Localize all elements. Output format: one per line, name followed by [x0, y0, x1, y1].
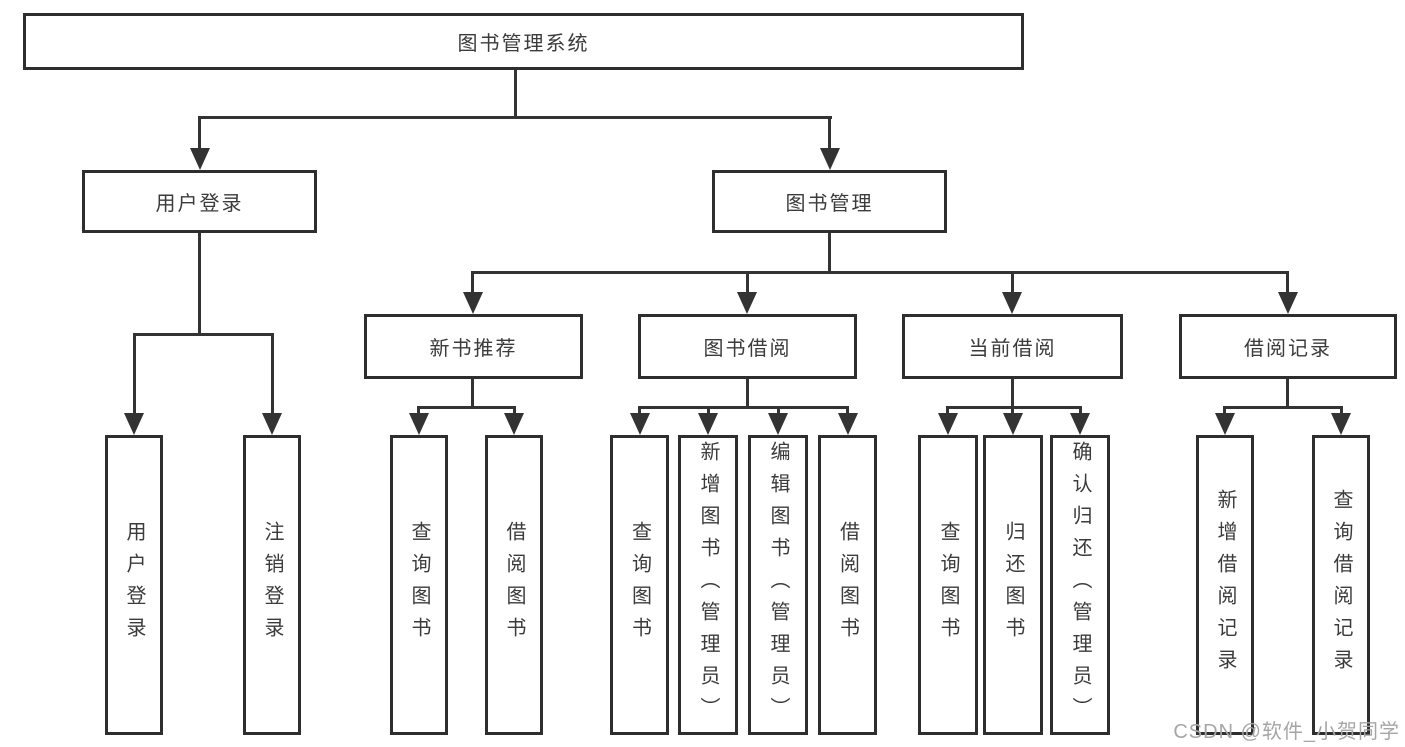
- arrowhead-nr-query: [409, 413, 429, 435]
- connector-to-book-borrowing: [746, 271, 749, 296]
- connector-to-bb-edit: [777, 406, 780, 418]
- connector-to-nr-borrow: [513, 406, 516, 418]
- node-book-borrowing: 图书借阅: [638, 314, 857, 379]
- leaf-bb-add-books: 新增图书（管理员）: [678, 435, 738, 735]
- leaf-cb-confirm-return: 确认归还（管理员）: [1050, 435, 1110, 735]
- leaf-nr-query-books-label: 查询图书: [408, 521, 430, 649]
- node-book-borrowing-label: 图书借阅: [703, 338, 792, 360]
- connector-root-to-user-login: [198, 116, 201, 152]
- arrowhead-bb-borrow: [838, 413, 858, 435]
- arrowhead-cb-return: [1003, 413, 1023, 435]
- leaf-br-add-record: 新增借阅记录: [1196, 435, 1254, 735]
- node-book-management-label: 图书管理: [785, 193, 874, 215]
- leaf-cb-confirm-return-label: 确认归还（管理员）: [1069, 441, 1091, 729]
- node-root-label: 图书管理系统: [457, 33, 590, 55]
- leaf-bb-edit-books-label: 编辑图书（管理员）: [767, 441, 789, 729]
- leaf-bb-query-books: 查询图书: [610, 435, 669, 735]
- arrowhead-br-add: [1215, 413, 1235, 435]
- leaf-bb-borrow-books-label: 借阅图书: [836, 521, 859, 649]
- arrowhead-book-management: [820, 148, 840, 170]
- node-root: 图书管理系统: [23, 13, 1024, 70]
- leaf-br-query-record: 查询借阅记录: [1312, 435, 1370, 735]
- connector-to-borrowing-records: [1286, 271, 1289, 296]
- csdn-watermark: CSDN @软件_小贺同学: [1173, 721, 1400, 743]
- connector-to-cb-query: [946, 406, 949, 418]
- arrowhead-br-query: [1331, 413, 1351, 435]
- leaf-bb-add-books-label: 新增图书（管理员）: [697, 441, 719, 729]
- connector-to-bb-query: [638, 406, 641, 418]
- connector-user-login-branch: [133, 333, 274, 336]
- connector-to-current-borrowing: [1011, 271, 1014, 296]
- connector-user-login-stem: [198, 233, 201, 336]
- connector-to-br-query: [1340, 406, 1343, 418]
- arrowhead-new-book-recommend: [463, 292, 483, 314]
- connector-new-book-recommend-branch: [417, 406, 516, 409]
- connector-current-borrowing-branch: [946, 406, 1082, 409]
- connector-to-bb-add: [707, 406, 710, 418]
- arrowhead-cb-query: [938, 413, 958, 435]
- arrowhead-cb-confirm: [1070, 413, 1090, 435]
- leaf-cb-return-books-label: 归还图书: [1002, 521, 1024, 649]
- leaf-logout-login-label: 注销登录: [261, 521, 283, 649]
- connector-to-cb-confirm: [1079, 406, 1082, 418]
- connector-root-stem: [514, 70, 517, 119]
- leaf-user-login-label: 用户登录: [123, 521, 145, 649]
- connector-root-branch: [198, 116, 832, 119]
- leaf-br-query-record-label: 查询借阅记录: [1330, 489, 1352, 681]
- node-user-login-label: 用户登录: [155, 193, 244, 215]
- leaf-nr-borrow-books-label: 借阅图书: [503, 521, 525, 649]
- node-new-book-recommend-label: 新书推荐: [429, 338, 518, 360]
- arrowhead-leaf-logout: [262, 413, 282, 435]
- leaf-logout-login: 注销登录: [243, 435, 301, 735]
- leaf-bb-query-books-label: 查询图书: [628, 521, 651, 649]
- node-current-borrowing-label: 当前借阅: [968, 338, 1057, 360]
- arrowhead-current-borrowing: [1002, 292, 1022, 314]
- leaf-cb-query-books-label: 查询图书: [937, 521, 959, 649]
- arrowhead-bb-query: [630, 413, 650, 435]
- arrowhead-bb-edit: [768, 413, 788, 435]
- node-borrowing-records-label: 借阅记录: [1244, 338, 1332, 360]
- connector-root-to-book-management: [828, 116, 831, 152]
- arrowhead-bb-add: [698, 413, 718, 435]
- leaf-br-add-record-label: 新增借阅记录: [1214, 489, 1236, 681]
- connector-borrowing-records-branch: [1223, 406, 1343, 409]
- arrowhead-leaf-user-login: [124, 413, 144, 435]
- arrowhead-user-login: [190, 148, 210, 170]
- connector-new-book-recommend-stem: [471, 379, 474, 409]
- connector-to-br-add: [1223, 406, 1226, 418]
- leaf-nr-borrow-books: 借阅图书: [485, 435, 543, 735]
- connector-book-borrowing-branch: [638, 406, 849, 409]
- leaf-nr-query-books: 查询图书: [390, 435, 448, 735]
- leaf-user-login: 用户登录: [105, 435, 163, 735]
- leaf-cb-query-books: 查询图书: [918, 435, 978, 735]
- connector-to-leaf-user-login: [133, 333, 136, 417]
- node-new-book-recommend: 新书推荐: [364, 314, 583, 379]
- connector-to-new-book-recommend: [471, 271, 474, 296]
- leaf-bb-borrow-books: 借阅图书: [818, 435, 877, 735]
- connector-book-borrowing-stem: [746, 379, 749, 409]
- connector-book-management-branch: [471, 271, 1289, 274]
- node-book-management: 图书管理: [712, 170, 947, 233]
- leaf-cb-return-books: 归还图书: [983, 435, 1043, 735]
- arrowhead-nr-borrow: [504, 413, 524, 435]
- connector-book-management-stem: [828, 233, 831, 274]
- arrowhead-borrowing-records: [1278, 292, 1298, 314]
- leaf-bb-edit-books: 编辑图书（管理员）: [748, 435, 808, 735]
- connector-to-cb-return: [1011, 406, 1014, 418]
- node-user-login: 用户登录: [82, 170, 317, 233]
- connector-to-bb-borrow: [846, 406, 849, 418]
- connector-current-borrowing-stem: [1011, 379, 1014, 409]
- node-current-borrowing: 当前借阅: [902, 314, 1123, 379]
- connector-borrowing-records-stem: [1286, 379, 1289, 409]
- arrowhead-book-borrowing: [737, 292, 757, 314]
- connector-to-nr-query: [417, 406, 420, 418]
- node-borrowing-records: 借阅记录: [1179, 314, 1397, 379]
- connector-to-leaf-logout: [271, 333, 274, 417]
